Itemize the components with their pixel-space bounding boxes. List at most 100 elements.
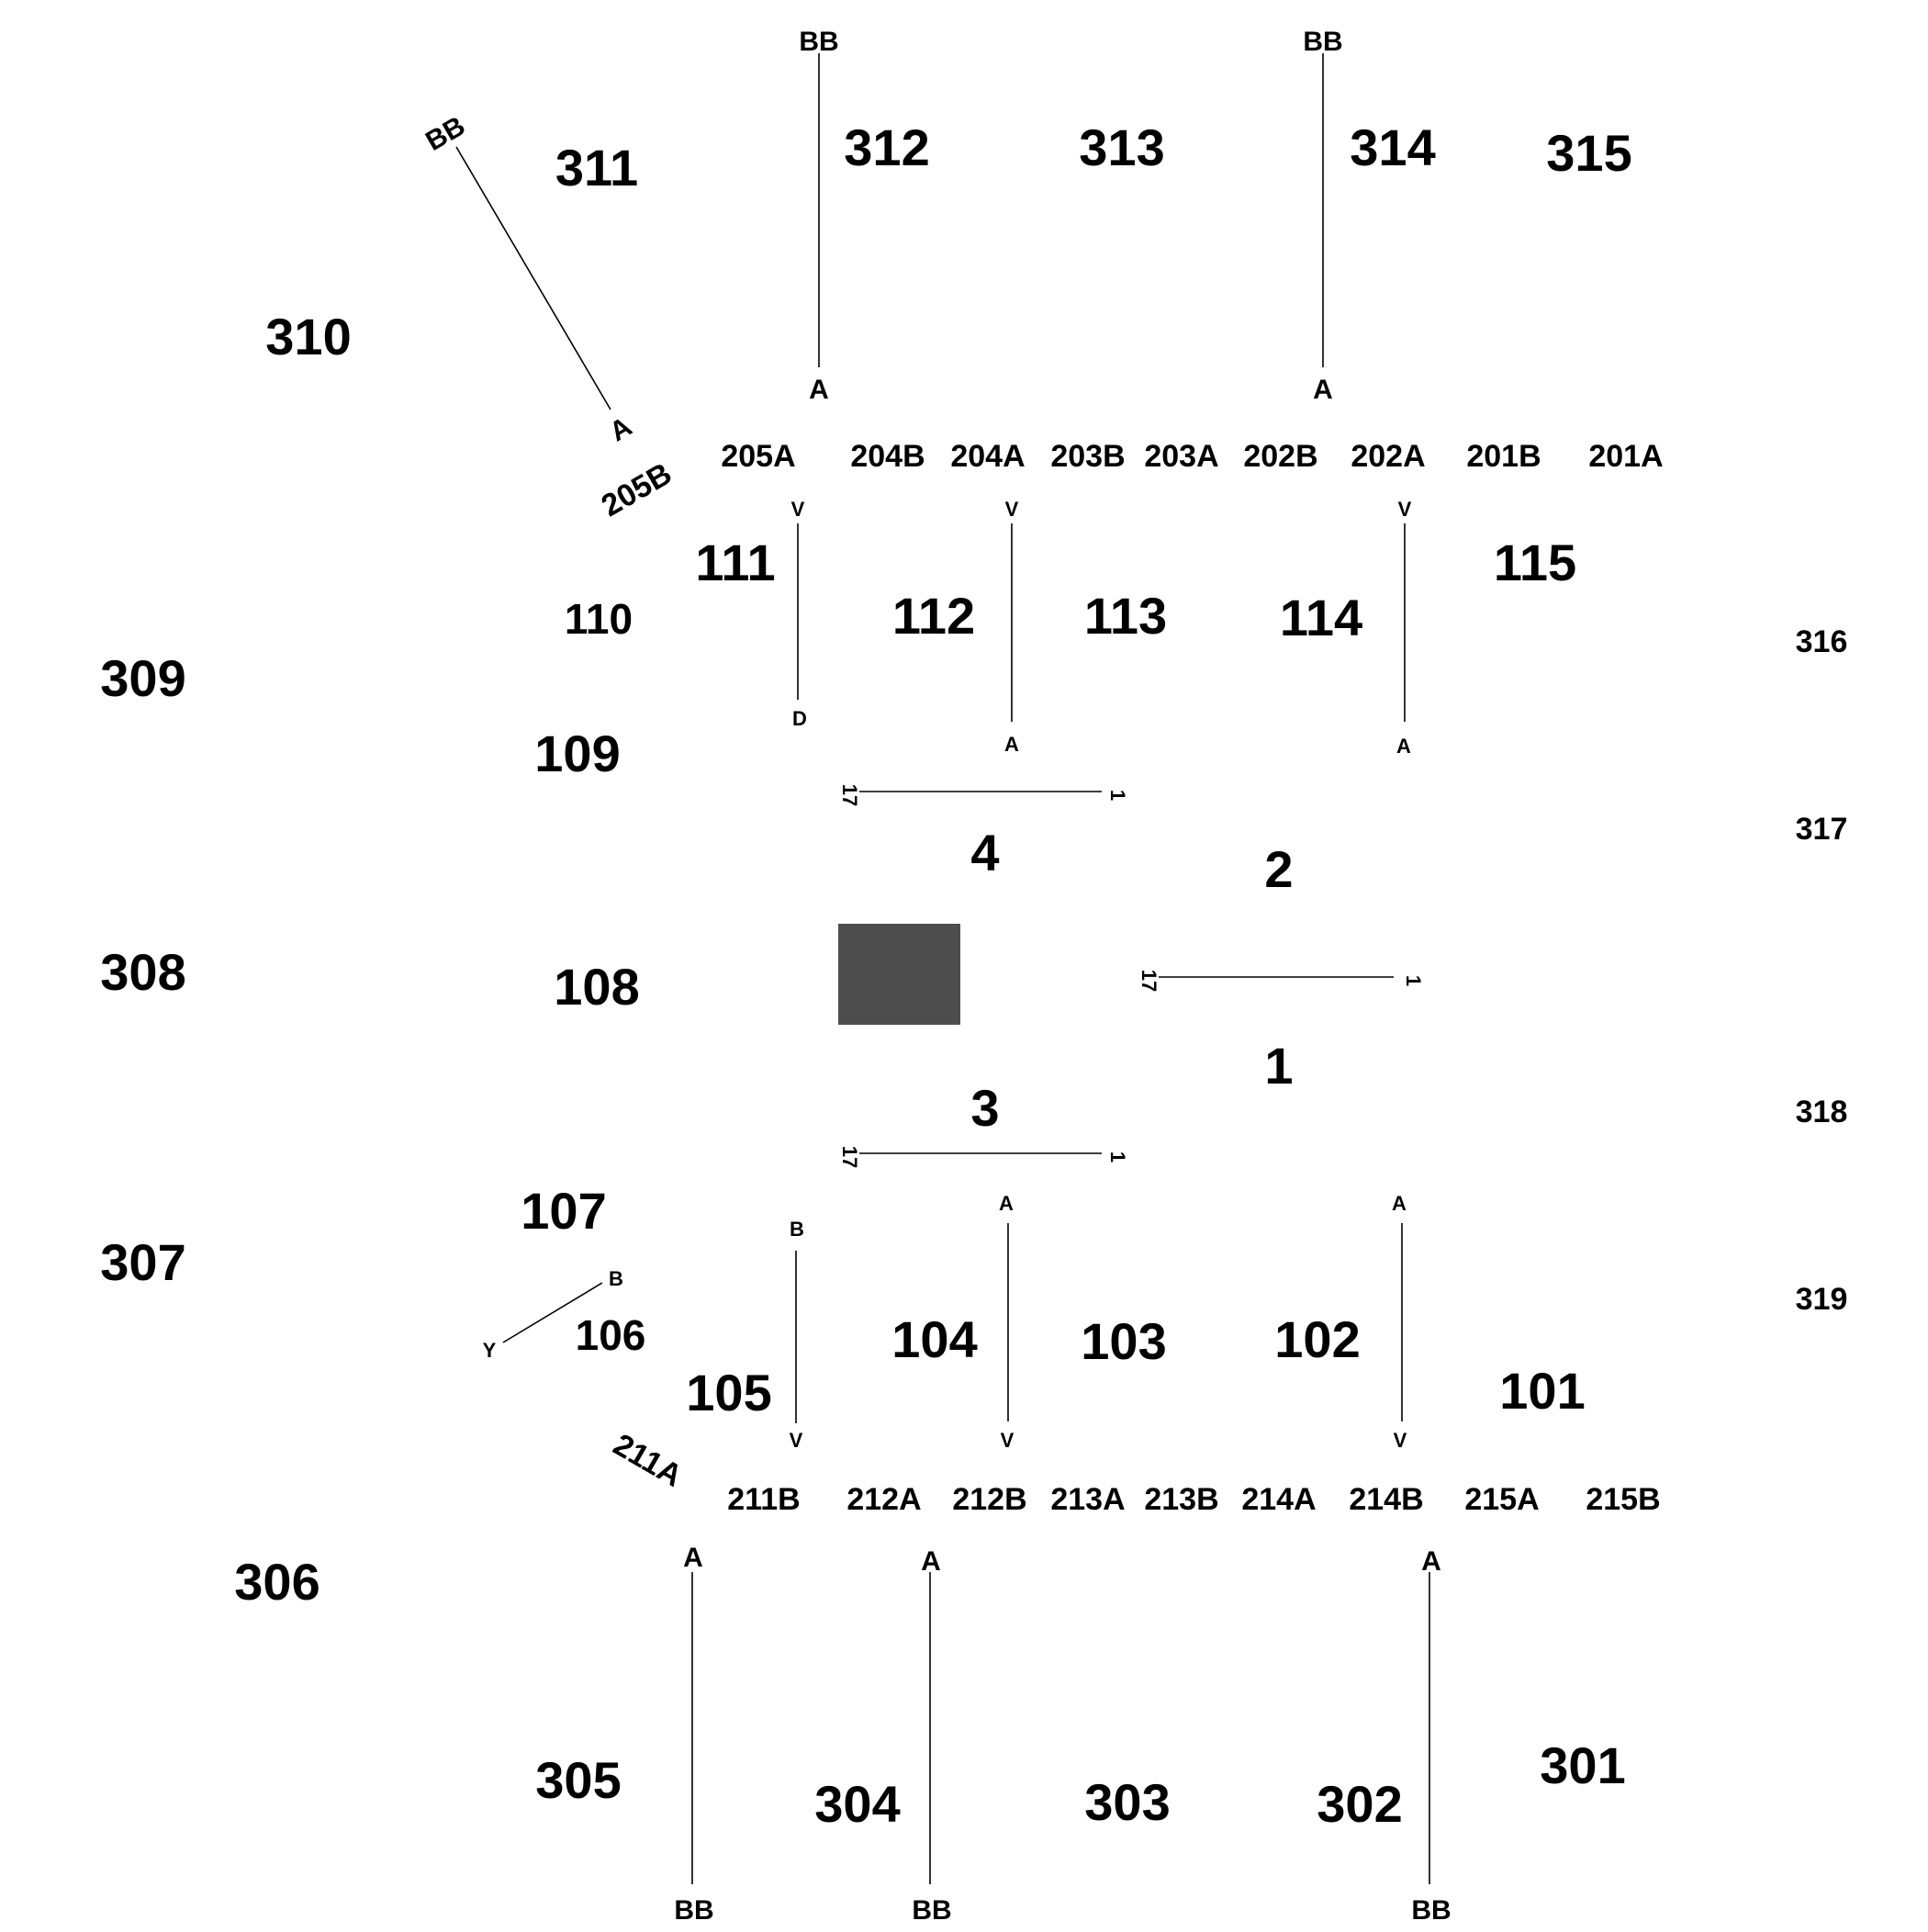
label-a-114: A <box>1396 735 1411 758</box>
zone-316: 316 <box>1796 624 1848 659</box>
label-a-304: A <box>921 1546 941 1577</box>
zone-307: 307 <box>100 1233 185 1291</box>
zone-108: 108 <box>554 958 639 1016</box>
zone-201b: 201B <box>1466 439 1541 474</box>
label-1-line2: 1 <box>1402 975 1425 986</box>
label-v-105: V <box>790 1429 803 1452</box>
zone-319: 319 <box>1796 1282 1848 1317</box>
label-a-102: A <box>1392 1192 1407 1215</box>
label-a-312: A <box>809 375 829 405</box>
label-a-112: A <box>1004 733 1019 756</box>
label-v-104: V <box>1001 1429 1014 1452</box>
zones-300-bottom: 305 304 303 302 301 <box>535 1736 1625 1833</box>
zones-300-right: 316 317 318 319 <box>1796 624 1848 1317</box>
zone-302: 302 <box>1317 1775 1402 1833</box>
zone-315: 315 <box>1546 124 1631 182</box>
zone-101: 101 <box>1499 1362 1585 1420</box>
zone-3: 3 <box>970 1079 999 1137</box>
zone-313: 313 <box>1079 118 1164 176</box>
label-bb-302: BB <box>1411 1895 1451 1926</box>
label-bb-312: BB <box>799 27 838 57</box>
zone-306: 306 <box>234 1553 319 1611</box>
zone-213b: 213B <box>1144 1482 1218 1517</box>
zone-212b: 212B <box>952 1482 1026 1517</box>
zone-215a: 215A <box>1464 1482 1539 1517</box>
zones-300-top: 311 312 313 314 315 <box>555 118 1632 197</box>
label-b-106: B <box>609 1267 623 1290</box>
label-a-302: A <box>1421 1546 1441 1577</box>
dark-block <box>838 924 960 1025</box>
label-17-line4: 17 <box>838 784 861 806</box>
row-200-bottom: 211B 212A 212B 213A 213B 214A 214B 215A … <box>608 1427 1661 1517</box>
zone-305: 305 <box>535 1751 621 1809</box>
zone-104: 104 <box>891 1310 977 1368</box>
zone-214b: 214B <box>1349 1482 1423 1517</box>
zone-105: 105 <box>686 1364 771 1421</box>
zone-113: 113 <box>1084 587 1167 645</box>
zone-312: 312 <box>844 118 929 176</box>
zones-100-bottom: 107 106 105 104 103 102 101 <box>521 1182 1585 1421</box>
zone-111: 111 <box>695 534 775 591</box>
zones-300-left: 310 309 308 307 306 <box>100 308 351 1611</box>
zone-213a: 213A <box>1050 1482 1125 1517</box>
zone-114: 114 <box>1280 589 1362 646</box>
zone-304: 304 <box>814 1775 900 1833</box>
zone-102: 102 <box>1274 1310 1360 1368</box>
zone-112: 112 <box>892 587 975 645</box>
zone-308: 308 <box>100 943 185 1001</box>
zone-205b: 205B <box>596 456 678 524</box>
line-106-diagonal <box>502 1282 603 1343</box>
zone-4: 4 <box>970 824 999 882</box>
zone-309: 309 <box>100 649 185 707</box>
zone-211b: 211B <box>727 1482 800 1517</box>
zone-201a: 201A <box>1588 439 1663 474</box>
zones-center: 108 4 2 1 3 <box>554 824 1293 1137</box>
zone-109: 109 <box>534 724 620 782</box>
zone-110: 110 <box>565 595 633 643</box>
zone-211a: 211A <box>608 1427 689 1494</box>
label-b-105: B <box>790 1218 804 1241</box>
zone-107: 107 <box>521 1182 606 1240</box>
endpoint-labels: BB A BB A BB A V D V A V A 17 1 17 1 17 … <box>420 27 1451 1926</box>
zone-303: 303 <box>1084 1773 1170 1831</box>
label-bb-305: BB <box>674 1895 713 1926</box>
zone-204a: 204A <box>950 439 1025 474</box>
zone-214a: 214A <box>1241 1482 1316 1517</box>
zone-202b: 202B <box>1243 439 1317 474</box>
label-1-line3: 1 <box>1106 1151 1129 1163</box>
zone-203b: 203B <box>1050 439 1125 474</box>
label-v-114: V <box>1398 498 1412 521</box>
zone-301: 301 <box>1540 1736 1625 1794</box>
zone-314: 314 <box>1350 118 1435 176</box>
zone-106: 106 <box>576 1311 646 1359</box>
label-y-106: Y <box>483 1339 497 1362</box>
connector-lines <box>455 53 1430 1884</box>
zone-202a: 202A <box>1351 439 1425 474</box>
label-a-311: A <box>605 411 637 447</box>
label-a-314: A <box>1313 375 1333 405</box>
zone-203a: 203A <box>1144 439 1218 474</box>
zone-310: 310 <box>265 308 351 365</box>
zone-103: 103 <box>1081 1312 1166 1370</box>
zone-2: 2 <box>1264 840 1293 898</box>
label-d-111: D <box>792 707 807 730</box>
label-a-305: A <box>683 1543 703 1573</box>
zone-317: 317 <box>1796 812 1848 847</box>
label-17-line2: 17 <box>1138 970 1160 992</box>
label-bb-311: BB <box>420 111 470 157</box>
label-bb-314: BB <box>1303 27 1342 57</box>
label-1-line4: 1 <box>1106 790 1129 801</box>
zone-1: 1 <box>1264 1037 1293 1095</box>
label-17-line3: 17 <box>838 1146 861 1168</box>
zone-115: 115 <box>1494 534 1576 591</box>
label-v-111: V <box>791 498 805 521</box>
zones-100-top: 111 110 112 113 114 115 109 <box>534 534 1576 782</box>
zone-212a: 212A <box>846 1482 921 1517</box>
zone-205a: 205A <box>721 439 795 474</box>
zone-318: 318 <box>1796 1095 1848 1129</box>
label-v-112: V <box>1005 498 1019 521</box>
zone-311: 311 <box>555 139 638 197</box>
zone-215b: 215B <box>1586 1482 1660 1517</box>
row-200-top: 205A 204B 204A 203B 203A 202B 202A 201B … <box>596 439 1664 523</box>
